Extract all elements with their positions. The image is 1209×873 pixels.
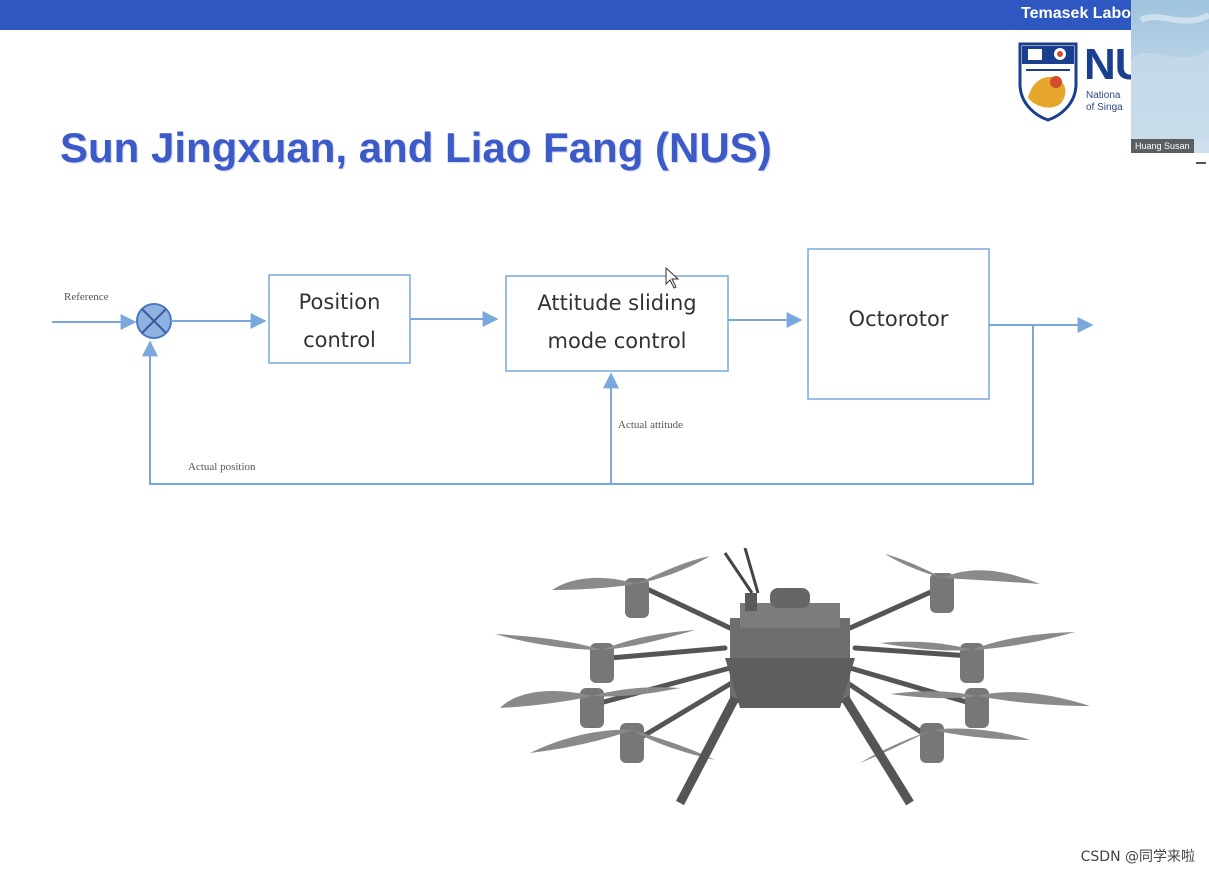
summing-junction xyxy=(137,304,171,338)
actual-position-label: Actual position xyxy=(188,461,256,473)
position-control-line2: control xyxy=(269,321,410,359)
csdn-watermark: CSDN @同学来啦 xyxy=(1081,846,1195,866)
attitude-control-line1: Attitude sliding xyxy=(506,284,728,322)
octorotor-label: Octorotor xyxy=(808,300,989,338)
actual-attitude-label: Actual attitude xyxy=(618,419,683,431)
position-control-line1: Position xyxy=(269,283,410,321)
position-control-label: Position control xyxy=(269,283,410,359)
attitude-control-line2: mode control xyxy=(506,322,728,360)
reference-label: Reference xyxy=(64,291,109,303)
octorotor-drone-image xyxy=(490,548,1100,808)
attitude-control-label: Attitude sliding mode control xyxy=(506,284,728,360)
